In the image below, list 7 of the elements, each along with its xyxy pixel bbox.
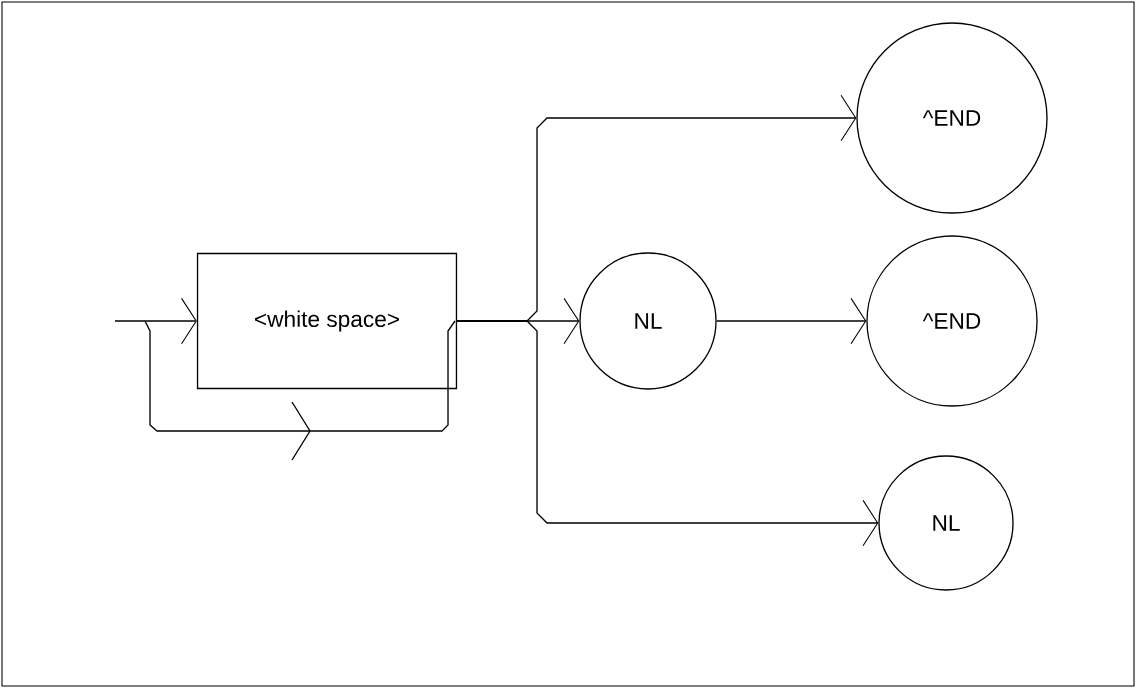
circle-node: ^END	[866, 235, 1038, 407]
circle-node: NL	[878, 455, 1014, 591]
arrow	[716, 297, 867, 345]
circle-node: NL	[579, 252, 717, 390]
arrow	[456, 320, 879, 547]
process-box: <white space>	[196, 252, 458, 390]
circle-node: ^END	[856, 22, 1048, 214]
